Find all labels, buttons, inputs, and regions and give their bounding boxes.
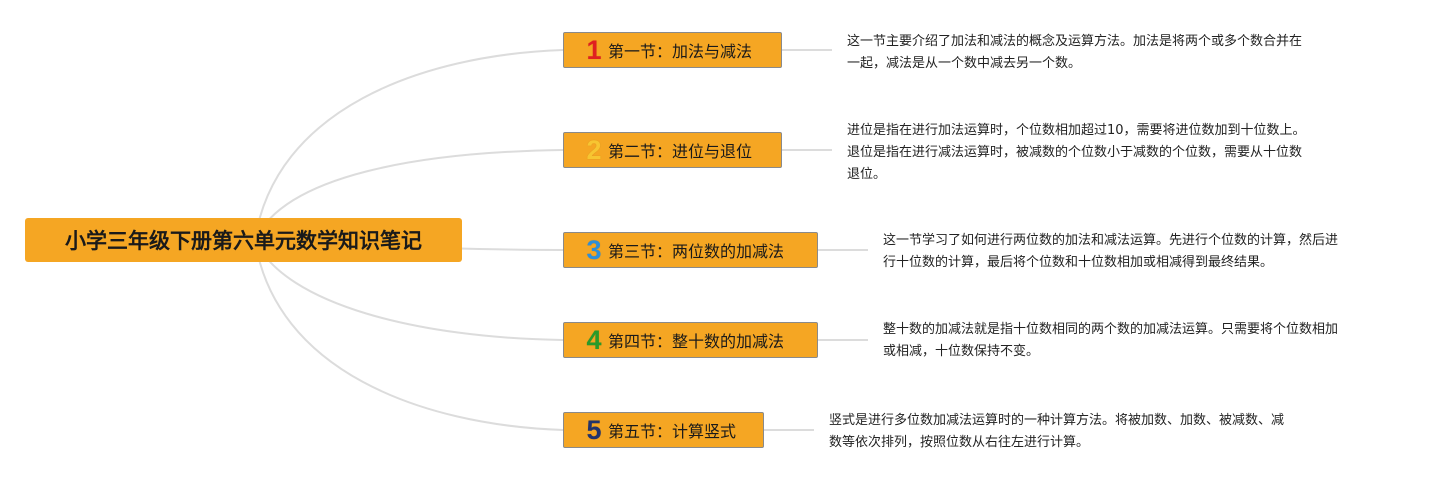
branch-title-1: 第一节：加法与减法 — [608, 42, 753, 61]
root-title: 小学三年级下册第六单元数学知识笔记 — [65, 229, 422, 253]
branch-description-4: 整十数的加减法就是指十位数相同的两个数的加减法运算。只需要将个位数相加 或相减，… — [883, 322, 1339, 359]
root-topic[interactable]: 小学三年级下册第六单元数学知识笔记 — [25, 218, 462, 262]
number-icon-2: 2 — [586, 134, 602, 165]
branch-node-1[interactable]: 1 第一节：加法与减法 — [563, 32, 782, 68]
branch-description-3: 这一节学习了如何进行两位数的加法和减法运算。先进行个位数的计算，然后进 行十位数… — [883, 233, 1339, 270]
number-icon-1: 1 — [586, 34, 602, 65]
branch-title-2: 第二节：进位与退位 — [608, 142, 753, 161]
number-icon-3: 3 — [586, 234, 602, 265]
curve-branch-4 — [254, 239, 564, 341]
number-icon-5: 5 — [586, 414, 602, 445]
branch-node-4[interactable]: 4 第四节：整十数的加减法 — [563, 322, 818, 358]
branch-node-5[interactable]: 5 第五节：计算竖式 — [563, 412, 764, 448]
branch-description-5: 竖式是进行多位数加减法运算时的一种计算方法。将被加数、加数、被减数、减 数等依次… — [829, 413, 1285, 450]
branch-node-2[interactable]: 2 第二节：进位与退位 — [563, 132, 782, 168]
branch-description-2: 进位是指在进行加法运算时，个位数相加超过10，需要将进位数加到十位数上。 退位是… — [847, 123, 1306, 182]
curve-branch-5 — [254, 239, 564, 431]
curve-branch-2 — [254, 149, 564, 241]
branch-description-1: 这一节主要介绍了加法和减法的概念及运算方法。加法是将两个或多个数合并在 一起，减… — [847, 34, 1303, 71]
number-icon-4: 4 — [586, 324, 602, 355]
branch-title-5: 第五节：计算竖式 — [608, 422, 737, 441]
branch-title-4: 第四节：整十数的加减法 — [608, 332, 785, 351]
branch-title-3: 第三节：两位数的加减法 — [608, 242, 785, 261]
branch-node-3[interactable]: 3 第三节：两位数的加减法 — [563, 232, 818, 268]
curve-branch-1 — [254, 49, 564, 241]
